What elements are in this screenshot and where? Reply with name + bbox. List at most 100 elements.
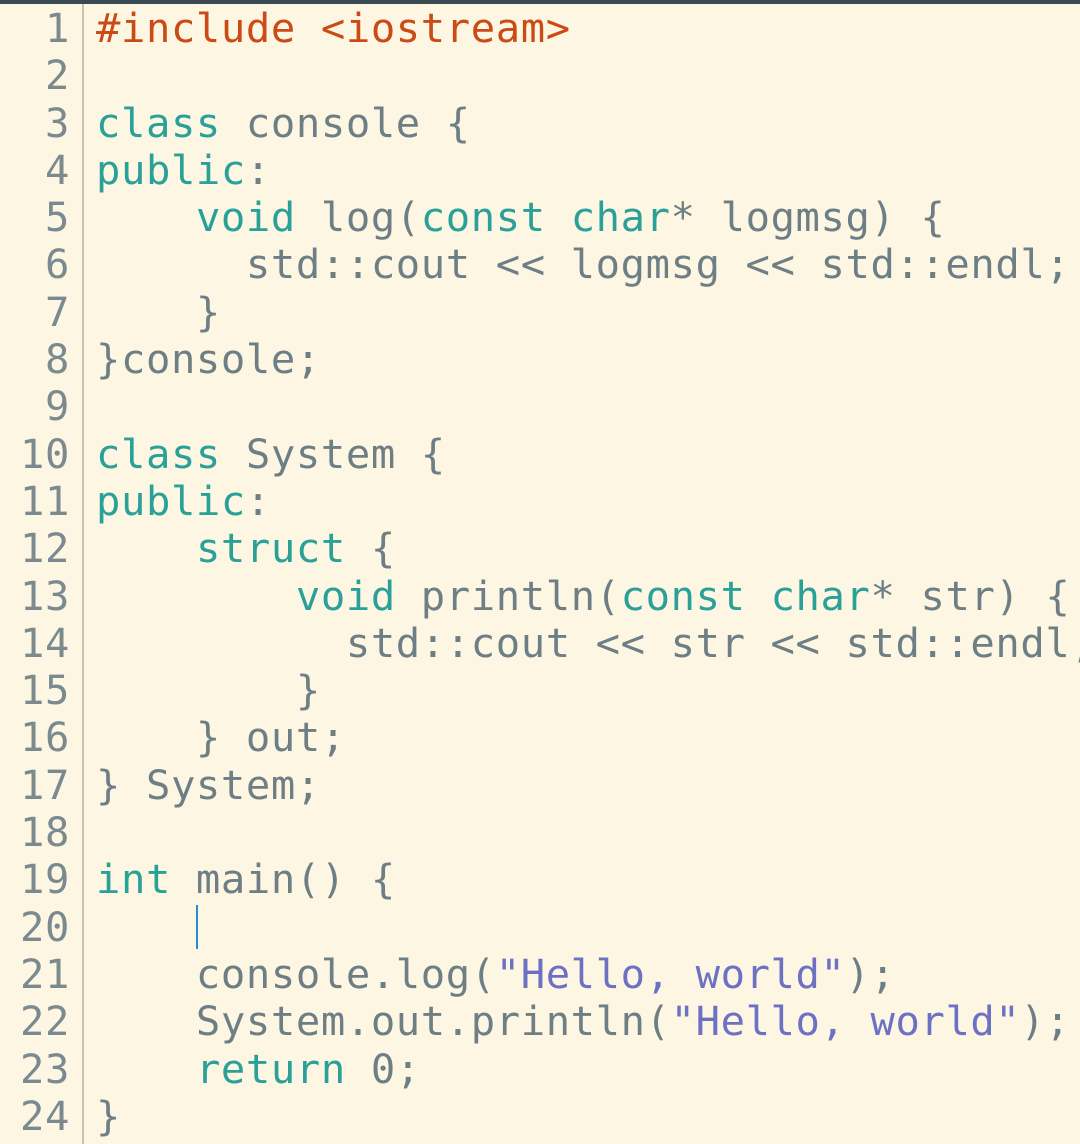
code-token xyxy=(96,903,196,951)
code-token: void xyxy=(295,571,396,620)
line-number: 6 xyxy=(45,240,70,289)
line-number: 13 xyxy=(20,571,70,620)
code-token: char xyxy=(570,193,671,242)
code-token: "Hello, world" xyxy=(670,997,1021,1046)
code-line[interactable]: } out; xyxy=(96,714,1080,761)
code-line[interactable]: public: xyxy=(96,476,1080,525)
line-number: 7 xyxy=(45,287,70,336)
code-line[interactable]: int main() { xyxy=(96,856,1080,903)
code-token: }console; xyxy=(96,335,321,384)
line-number: 10 xyxy=(20,429,70,478)
code-token: class xyxy=(96,429,221,478)
code-token: const xyxy=(420,193,546,242)
code-token: std::cout << str << std::endl; xyxy=(96,618,1080,667)
code-token: char xyxy=(770,571,871,620)
code-line[interactable] xyxy=(96,383,1080,430)
code-token: } out; xyxy=(96,713,346,762)
line-number: 14 xyxy=(20,618,70,667)
line-number: 24 xyxy=(20,1091,70,1140)
code-line[interactable]: } xyxy=(96,667,1080,714)
code-token xyxy=(546,193,571,241)
code-line[interactable]: } xyxy=(96,287,1080,336)
line-number: 12 xyxy=(20,524,70,573)
code-line[interactable]: } System; xyxy=(96,760,1080,809)
line-number: 19 xyxy=(20,855,70,904)
code-line[interactable] xyxy=(96,809,1080,856)
line-number: 3 xyxy=(45,98,70,147)
code-token: void xyxy=(195,193,296,242)
code-token: const xyxy=(620,571,746,620)
code-token: std::cout << logmsg << std::endl; xyxy=(96,240,1071,289)
line-number: 8 xyxy=(45,335,70,384)
code-token: println( xyxy=(395,571,621,620)
line-number: 2 xyxy=(45,51,70,100)
line-number: 20 xyxy=(20,902,70,951)
code-line[interactable]: public: xyxy=(96,145,1080,194)
code-token xyxy=(96,1045,196,1093)
code-line[interactable] xyxy=(96,904,1080,951)
line-number: 15 xyxy=(20,666,70,715)
code-line[interactable]: return 0; xyxy=(96,1044,1080,1093)
code-token xyxy=(96,572,296,620)
code-token: class xyxy=(96,98,221,147)
line-number: 4 xyxy=(45,145,70,194)
code-token: return xyxy=(195,1044,346,1093)
code-line[interactable]: std::cout << logmsg << std::endl; xyxy=(96,241,1080,288)
code-text-area[interactable]: #include <iostream>class console {public… xyxy=(96,4,1080,1144)
code-token: * str) { xyxy=(870,571,1071,620)
code-token: public xyxy=(96,476,246,525)
code-token: log( xyxy=(295,193,421,242)
line-number: 1 xyxy=(45,4,70,52)
code-line[interactable]: void println(const char* str) { xyxy=(96,571,1080,620)
code-token: } System; xyxy=(96,760,321,809)
code-token: console.log( xyxy=(96,949,496,998)
text-cursor xyxy=(195,904,198,949)
code-token: } xyxy=(96,1091,121,1140)
code-line[interactable]: void log(const char* logmsg) { xyxy=(96,194,1080,241)
code-token: 0; xyxy=(345,1044,421,1093)
code-line[interactable]: }console; xyxy=(96,335,1080,384)
line-number: 9 xyxy=(45,382,70,431)
code-token: public xyxy=(96,145,246,194)
code-token: } xyxy=(96,666,321,715)
code-line[interactable]: } xyxy=(96,1091,1080,1140)
code-line[interactable]: System.out.println("Hello, world"); xyxy=(96,998,1080,1045)
code-token xyxy=(96,524,196,572)
code-token: int xyxy=(96,855,171,904)
code-token: ); xyxy=(845,949,896,998)
code-token: : xyxy=(245,476,271,525)
line-number: 16 xyxy=(20,713,70,762)
code-token: "Hello, world" xyxy=(495,949,846,998)
line-number: 18 xyxy=(20,808,70,857)
code-token: ); xyxy=(1020,997,1071,1046)
code-line[interactable]: console.log("Hello, world"); xyxy=(96,949,1080,998)
code-token: { xyxy=(345,524,396,573)
code-line[interactable]: #include <iostream> xyxy=(96,4,1080,52)
code-token: : xyxy=(245,145,271,194)
line-number: 23 xyxy=(20,1044,70,1093)
code-line[interactable]: class console { xyxy=(96,98,1080,147)
line-number: 21 xyxy=(20,949,70,998)
line-number: 22 xyxy=(20,997,70,1046)
line-number: 11 xyxy=(20,476,70,525)
code-token: System.out.println( xyxy=(96,997,671,1046)
code-lines[interactable]: #include <iostream>class console {public… xyxy=(96,4,1080,1140)
code-line[interactable] xyxy=(96,52,1080,99)
code-token: struct xyxy=(195,524,346,573)
code-token: #include <iostream> xyxy=(96,4,571,52)
code-token: * logmsg) { xyxy=(670,193,946,242)
code-token: System { xyxy=(220,429,446,478)
code-token: console { xyxy=(220,98,471,147)
code-token: } xyxy=(96,287,221,336)
line-number: 5 xyxy=(45,193,70,242)
code-token xyxy=(96,193,196,241)
code-line[interactable]: std::cout << str << std::endl; xyxy=(96,618,1080,667)
code-token: main() { xyxy=(170,855,396,904)
code-token xyxy=(746,572,771,620)
code-line[interactable]: struct { xyxy=(96,525,1080,572)
line-number: 17 xyxy=(20,760,70,809)
code-line[interactable]: class System { xyxy=(96,429,1080,478)
